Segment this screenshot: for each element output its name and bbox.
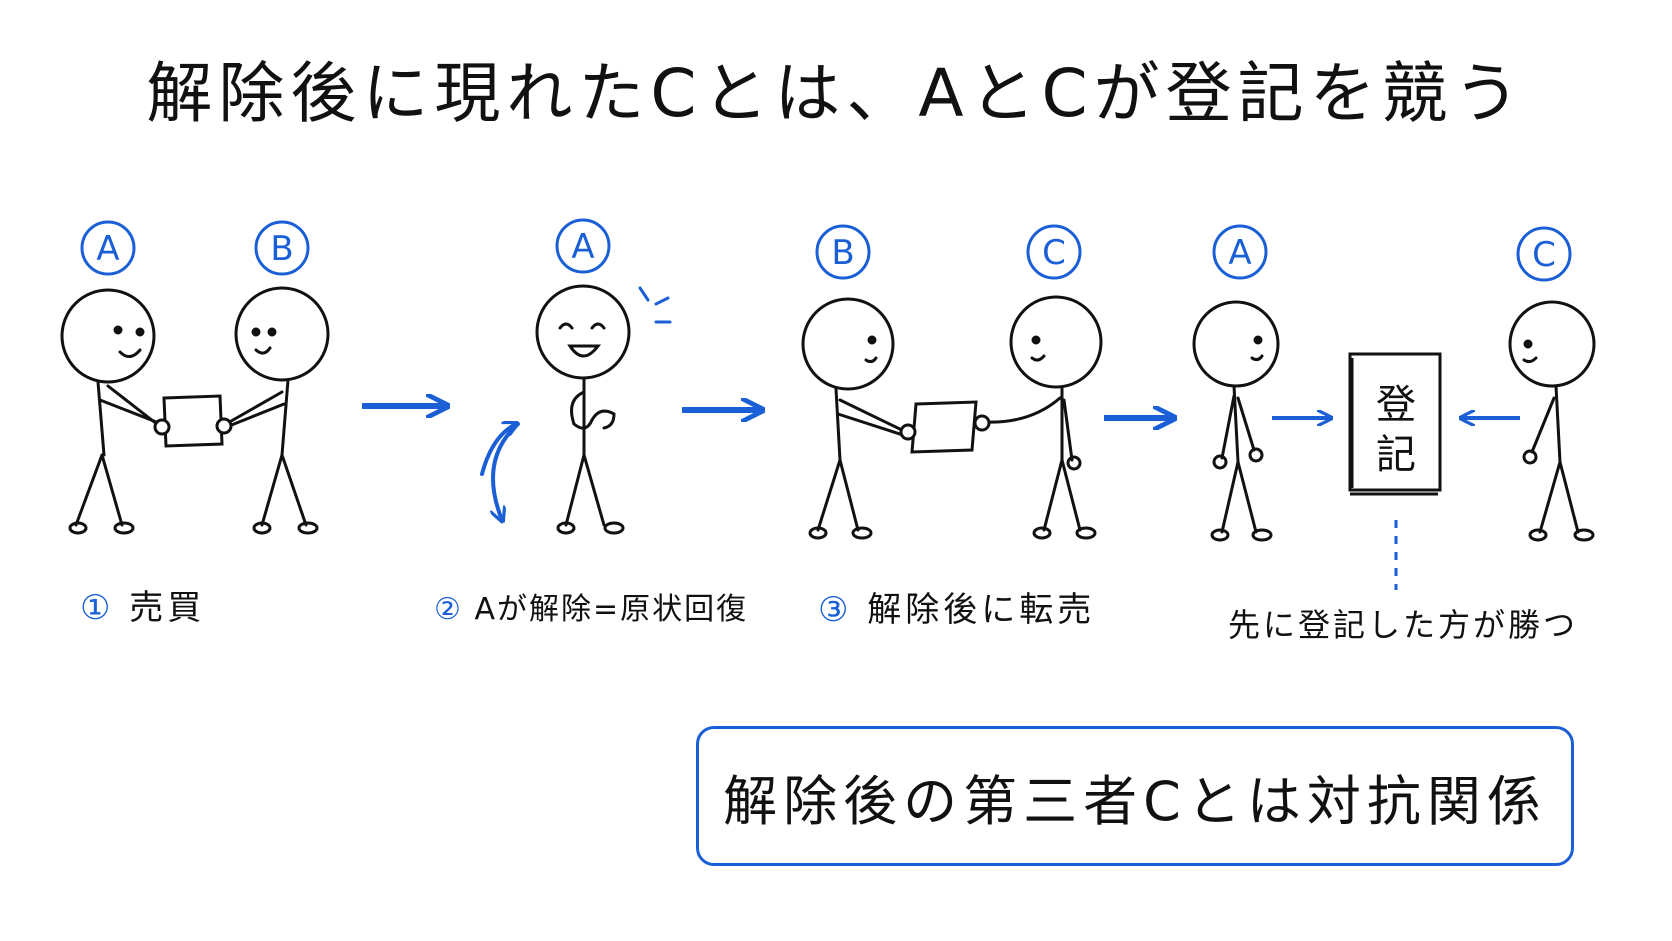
stick-figure-s4-a: [1192, 300, 1280, 542]
svg-text:C: C: [1532, 235, 1556, 275]
document-paper-s1: [153, 394, 233, 448]
summary-text: 解除後の第三者Cとは対抗関係: [723, 769, 1547, 833]
label-circle-s3-c: C: [1026, 224, 1082, 280]
svg-text:A: A: [1228, 233, 1251, 273]
stick-figure-s2-a: [535, 284, 631, 535]
step-number-2: ②: [434, 592, 463, 627]
stick-figure-s4-c: [1508, 300, 1596, 542]
sparkle-lines-icon: [638, 286, 672, 324]
label-circle-s1-a: A: [80, 220, 136, 276]
svg-text:C: C: [1042, 233, 1066, 273]
stick-figure-s1-b: [222, 286, 330, 535]
svg-text:A: A: [96, 229, 119, 269]
label-circle-s4-a: A: [1212, 224, 1268, 280]
step-caption-3: ③ 解除後に転売: [818, 582, 1095, 631]
label-circle-s1-b: B: [254, 220, 310, 276]
svg-text:記: 記: [1376, 432, 1416, 478]
svg-text:B: B: [831, 233, 854, 273]
step-label-1: 売買: [129, 588, 206, 628]
stick-figure-s1-a: [60, 288, 166, 535]
step-label-2: Aが解除=原状回復: [474, 592, 749, 627]
registry-book-icon: 登 記: [1348, 352, 1442, 496]
result-caption: 先に登記した方が勝つ: [1228, 606, 1579, 644]
step-label-3: 解除後に転売: [867, 590, 1096, 630]
stick-figure-s3-c: [982, 295, 1103, 540]
summary-box: 解除後の第三者Cとは対抗関係: [696, 726, 1574, 866]
return-arrows-icon: [480, 424, 518, 520]
step-caption-2: ② Aが解除=原状回復: [434, 584, 748, 628]
svg-text:A: A: [571, 227, 594, 267]
svg-text:B: B: [270, 229, 293, 269]
document-paper-s3: [899, 400, 991, 454]
label-circle-s2-a: A: [555, 218, 611, 274]
stick-figure-s3-b: [801, 297, 908, 540]
step-caption-1: ① 売買: [80, 580, 205, 629]
page-title: 解除後に現れたCとは、AとCが登記を競う: [146, 55, 1526, 132]
step-number-3: ③: [818, 590, 853, 630]
label-circle-s3-b: B: [815, 224, 871, 280]
label-circle-s4-c: C: [1516, 226, 1572, 282]
step-number-1: ①: [80, 588, 115, 628]
svg-text:登: 登: [1376, 382, 1416, 428]
